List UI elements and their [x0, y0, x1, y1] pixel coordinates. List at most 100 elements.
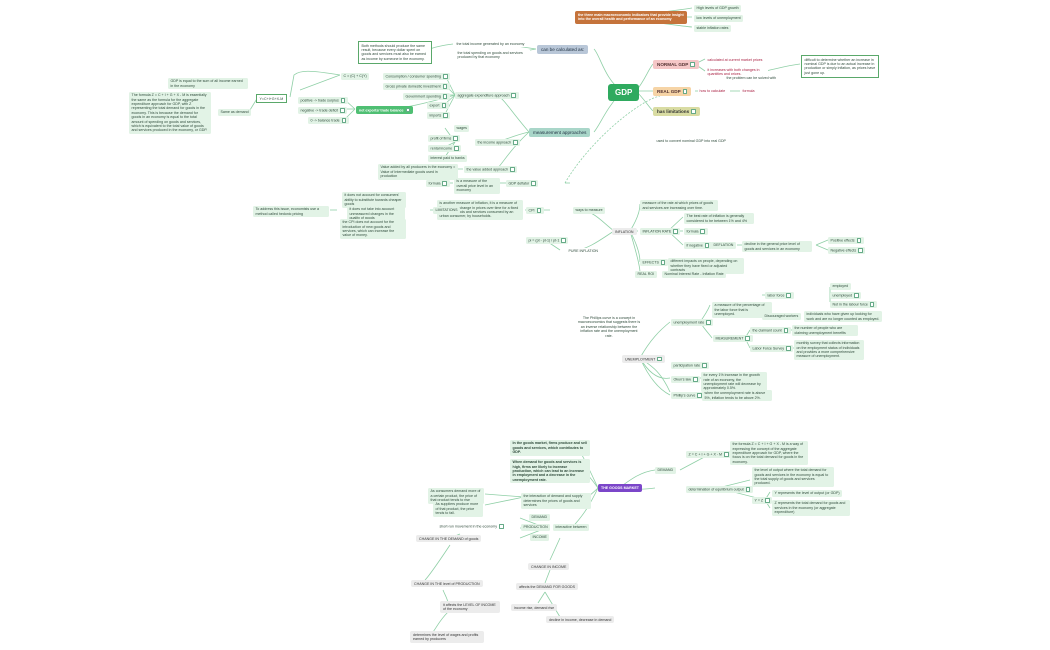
- claimant-count-node[interactable]: the claimant count: [750, 327, 791, 335]
- z-desc-node[interactable]: the formula Z = C + I + G + X - M is a w…: [730, 441, 808, 466]
- affects-demand-node[interactable]: affects the DEMAND FOR GOODS: [516, 583, 579, 591]
- inflation-formula-node[interactable]: formula: [684, 228, 708, 236]
- interactive-between-node[interactable]: interactive between: [553, 524, 589, 531]
- lfs-node[interactable]: Labor Force Survey: [750, 345, 794, 353]
- suppliers-produce-node[interactable]: As suppliers produce more of that produc…: [433, 501, 483, 517]
- equilibrium-output-node[interactable]: determination of equilibrium output: [686, 486, 753, 494]
- real-gdp-node[interactable]: REAL GDP: [653, 87, 692, 97]
- decline-income-node[interactable]: decline in income, decrease in demand: [546, 616, 615, 624]
- unemployment-rate-node[interactable]: unemployment rate: [671, 319, 714, 327]
- consumption-node[interactable]: Consumption / consumer spending: [383, 73, 451, 81]
- low-unemployment-node[interactable]: low levels of unemployment: [694, 15, 744, 22]
- production-node[interactable]: PRODUCTION: [521, 524, 551, 531]
- real-gdp-formula-node[interactable]: formula: [741, 88, 756, 95]
- z-formula-explanation-node[interactable]: The formula Z = C + I + G + X - M is ess…: [129, 92, 211, 135]
- discouraged-node[interactable]: Discouraged workers: [762, 313, 801, 320]
- agg-exp-approach-node[interactable]: aggregate expenditure approach: [455, 92, 519, 100]
- trade-deficit-node[interactable]: negative -> trade deficit: [298, 107, 348, 115]
- phillips-note-node[interactable]: The Phillips curve is a concept in macro…: [575, 315, 643, 340]
- demand-node[interactable]: DEMAND: [655, 467, 676, 474]
- ways-to-measure-node[interactable]: ways to measure: [573, 207, 606, 214]
- trade-surplus-node[interactable]: positive -> trade surplus: [298, 97, 348, 105]
- effects-desc-node[interactable]: different impacts on people, depending o…: [668, 258, 744, 274]
- c-formula-node[interactable]: C = (C) + C(Y): [341, 73, 370, 80]
- cpi-desc-node[interactable]: is another measure of inflation, it is a…: [437, 200, 523, 220]
- pi-formula-node[interactable]: pi = (pt - pt-1) / pt-1: [526, 237, 569, 245]
- interaction-node[interactable]: the interaction of demand and supply det…: [521, 493, 591, 509]
- employed-node[interactable]: employed: [830, 283, 851, 290]
- income-node[interactable]: INCOME: [530, 534, 550, 541]
- total-spending-node[interactable]: the total spending on goods and services…: [456, 50, 530, 61]
- deflation-desc-node[interactable]: decline in the general price level of go…: [742, 241, 812, 253]
- change-production-node[interactable]: CHANGE IN THE level of PRODUCTION: [411, 580, 483, 588]
- determines-wages-node[interactable]: determines the level of wages and profit…: [410, 631, 484, 643]
- unemployed-node[interactable]: unemployed: [830, 292, 862, 300]
- demand-high-node[interactable]: When demand for goods and services is hi…: [510, 459, 590, 484]
- measurement-approaches-node[interactable]: measurement approaches: [529, 128, 591, 137]
- goods-market-node[interactable]: THE GOODS MARKET: [598, 484, 642, 493]
- if-negative-node[interactable]: if negative: [684, 242, 712, 250]
- interest-paid-node[interactable]: interest paid to banks: [428, 155, 468, 162]
- participation-rate-node[interactable]: participation rate: [671, 362, 710, 370]
- lim-substitute-node[interactable]: it does not account for consumers' abili…: [342, 192, 406, 208]
- export-node[interactable]: export: [427, 102, 449, 110]
- gdp-equal-income-node[interactable]: GDP is equal to the sum of all income ea…: [168, 78, 248, 90]
- total-income-node[interactable]: the total income generated by an economy: [455, 41, 526, 48]
- inflation-rate-node[interactable]: INFLATION RATE: [640, 228, 681, 236]
- z-formula-node[interactable]: Z = C + I + G + X - M: [686, 451, 732, 459]
- phillips-curve-node[interactable]: Phillip's curve: [671, 392, 705, 400]
- z-represents-node[interactable]: Z represents the total demand for goods …: [772, 500, 850, 516]
- lim-new-goods-node[interactable]: the CPI does not account for the introdu…: [340, 219, 406, 239]
- nominal-gdp-node[interactable]: NORMAL GDP: [653, 60, 699, 70]
- consumers-demand-node[interactable]: As consumers demand more of a certain pr…: [428, 488, 484, 504]
- gov-spending-node[interactable]: Government spending: [403, 93, 450, 101]
- unemp-measure-node[interactable]: a measure of the percentage of the labor…: [712, 302, 772, 318]
- has-limitations-node[interactable]: has limitations: [653, 107, 700, 117]
- effects-node[interactable]: EFFECTS: [640, 259, 668, 267]
- current-prices-node[interactable]: calculated at current market prices: [706, 57, 764, 64]
- high-gdp-node[interactable]: High levels of GDP growth: [694, 5, 742, 12]
- discouraged-desc-node[interactable]: individuals who have given up looking fo…: [804, 311, 882, 323]
- lfs-desc-node[interactable]: monthly survey that collects information…: [794, 340, 864, 360]
- nominal-minus-node[interactable]: Nominal Interest Rate - Inflation Rate: [662, 271, 727, 278]
- both-methods-node[interactable]: Both methods should produce the same res…: [358, 41, 432, 64]
- pure-inflation-node[interactable]: PURE INFLATION: [567, 248, 600, 255]
- increases-both-node[interactable]: it increases with both changes in quanti…: [706, 67, 768, 78]
- hedonic-pricing-node[interactable]: To address this issue, economists use a …: [253, 206, 329, 218]
- change-demand-node[interactable]: CHANGE IN THE DEMAND of goods: [416, 535, 482, 543]
- change-income-node[interactable]: CHANGE IN INCOME: [528, 563, 570, 571]
- gross-investment-node[interactable]: Gross private domestic investment: [383, 83, 450, 91]
- short-run-node[interactable]: short-run movement in the economy: [438, 523, 506, 530]
- used-convert-node[interactable]: used to convert nominal GDP into real GD…: [655, 138, 728, 145]
- positive-effects-node[interactable]: Positive effects: [828, 237, 864, 245]
- cpi-node[interactable]: CPI: [526, 207, 544, 215]
- stable-inflation-node[interactable]: stable inflation rates: [694, 25, 731, 32]
- deflation-node[interactable]: DEFLATION: [711, 242, 736, 249]
- net-exports-node[interactable]: net exports/ trade balance: [356, 106, 414, 114]
- lim-quality-node[interactable]: it does not take into account unmeasured…: [347, 206, 405, 222]
- labor-force-node[interactable]: labor force: [765, 292, 794, 300]
- y-represents-node[interactable]: Y represents the level of output (or GDP…: [772, 490, 843, 497]
- can-be-calculated-node[interactable]: can be calculated as:: [537, 45, 589, 54]
- limitations-node[interactable]: LIMITATIONS: [433, 207, 461, 214]
- y-formula-node[interactable]: Y=C+I+G+X-M: [256, 94, 287, 104]
- value-added-approach-node[interactable]: the value added approach: [464, 166, 518, 174]
- overall-price-node[interactable]: is a measure of the overall price level …: [454, 178, 500, 194]
- difficult-node[interactable]: difficult to determine whether an increa…: [801, 55, 879, 78]
- y-eq-z-node[interactable]: Y = Z: [752, 497, 773, 505]
- gdp-root-node[interactable]: GDP: [608, 84, 640, 101]
- rental-income-node[interactable]: rental income: [428, 145, 462, 153]
- imports-node[interactable]: imports: [427, 112, 451, 120]
- same-as-demand-node[interactable]: Same as demand: [218, 109, 252, 116]
- affects-level-node[interactable]: it affects the LEVEL OF INCOME of the ec…: [440, 601, 500, 613]
- best-rate-node[interactable]: The best rate of inflation is generally …: [684, 213, 754, 225]
- deflator-formula-node[interactable]: formula: [426, 180, 450, 188]
- goods-desc-node[interactable]: In the goods market, firms produce and s…: [510, 440, 590, 456]
- wages-node[interactable]: wages: [454, 125, 470, 132]
- okun-desc-node[interactable]: for every 1% increase in the growth rate…: [701, 372, 767, 392]
- how-to-calculate-node[interactable]: how to calculate: [698, 88, 727, 95]
- problem-solved-node[interactable]: the problem can be solved with: [725, 75, 778, 82]
- measurement-u-node[interactable]: MEASUREMENT: [713, 335, 753, 343]
- unemployment-node[interactable]: UNEMPLOYMENT: [622, 355, 665, 363]
- value-added-desc-node[interactable]: Value added by all producers in the econ…: [378, 164, 458, 180]
